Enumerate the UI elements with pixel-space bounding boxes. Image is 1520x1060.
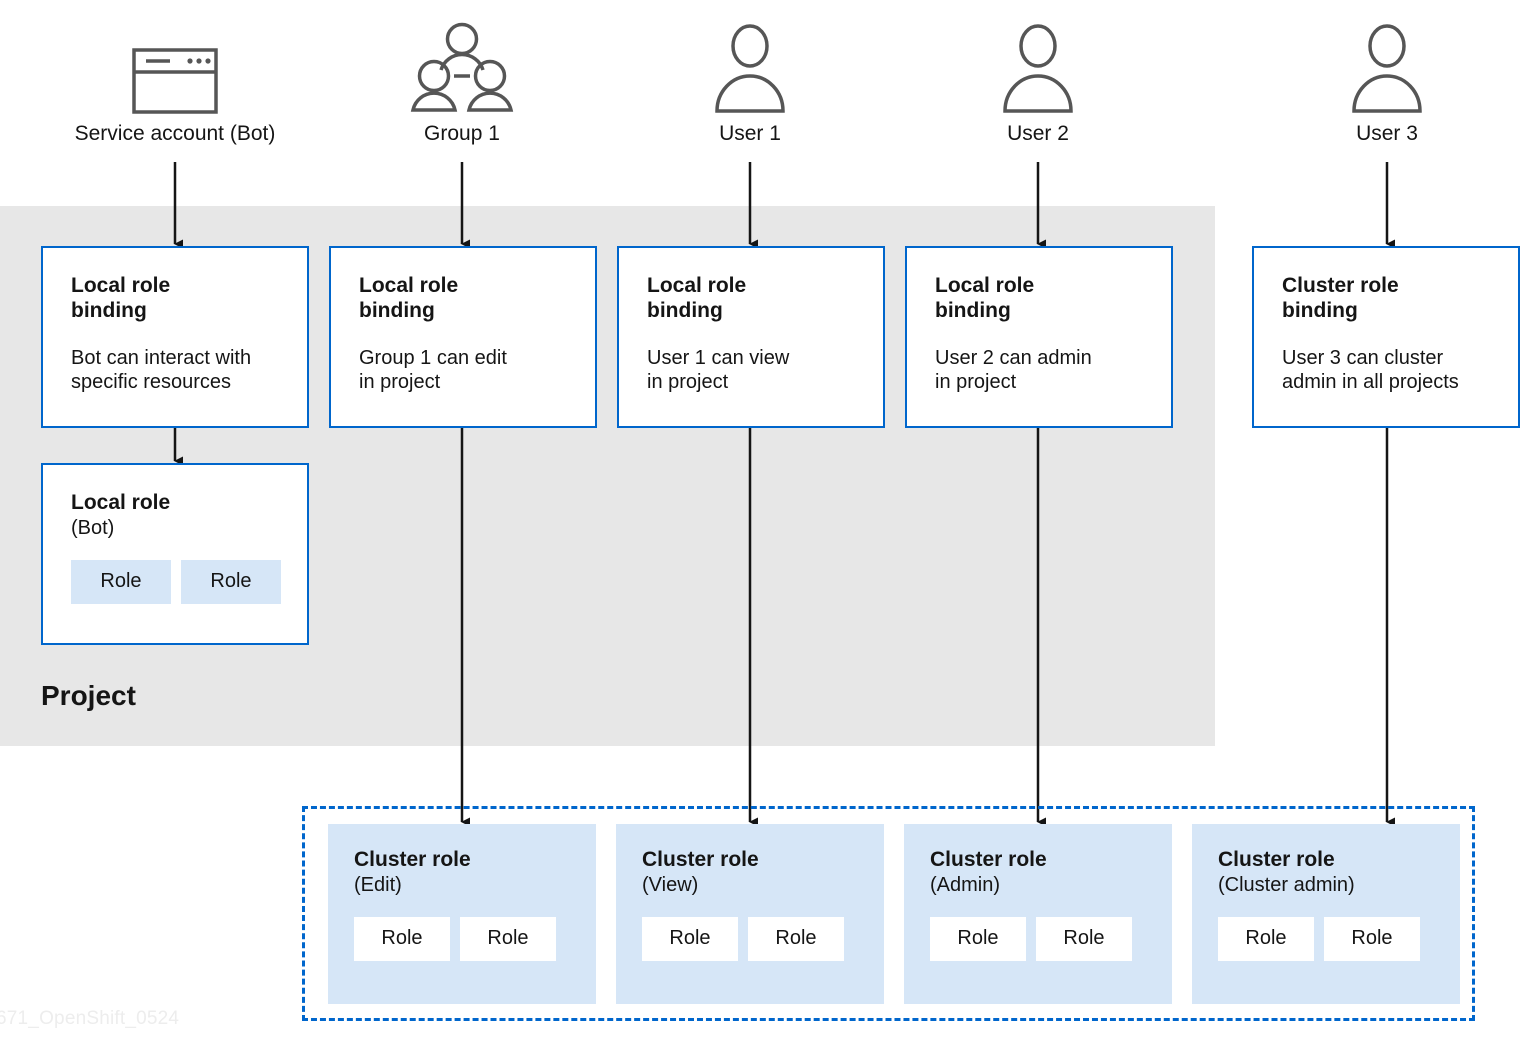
local-role-binding-user2[interactable]: Local role binding User 2 can admin in p… (905, 246, 1173, 428)
cluster-role-subtitle: (Cluster admin) (1218, 873, 1355, 896)
actor-service-account: Service account (Bot) (65, 22, 285, 145)
actor-user-3: User 3 (1277, 22, 1497, 145)
binding-title: Local role binding (359, 274, 459, 322)
cluster-role-chip-row: Role Role (354, 916, 596, 961)
binding-title: Local role binding (71, 274, 171, 322)
user-icon (1277, 22, 1497, 114)
cluster-role-edit-card[interactable]: Cluster role (Edit) Role Role (328, 824, 596, 1004)
role-chip[interactable]: Role (354, 916, 450, 961)
binding-description: User 2 can admin in project (935, 346, 1092, 393)
cluster-role-title: Cluster role (642, 848, 759, 871)
local-role-title: Local role (71, 491, 171, 514)
user-icon (928, 22, 1148, 114)
binding-title: Local role binding (935, 274, 1035, 322)
actor-group-1: Group 1 (352, 22, 572, 145)
cluster-role-subtitle: (Admin) (930, 873, 1001, 896)
actor-label: User 1 (719, 122, 781, 145)
binding-title: Local role binding (647, 274, 747, 322)
binding-description: User 3 can cluster admin in all projects (1282, 346, 1459, 393)
local-role-binding-bot[interactable]: Local role binding Bot can interact with… (41, 246, 309, 428)
user-icon (640, 22, 860, 114)
cluster-role-subtitle: (Edit) (354, 873, 402, 896)
cluster-role-cluster-admin-card[interactable]: Cluster role (Cluster admin) Role Role (1192, 824, 1460, 1004)
local-role-bot-card[interactable]: Local role (Bot) Role Role (41, 463, 309, 645)
project-label: Project (41, 680, 136, 711)
cluster-role-subtitle: (View) (642, 873, 699, 896)
cluster-role-chip-row: Role Role (642, 916, 884, 961)
cluster-role-view-card[interactable]: Cluster role (View) Role Role (616, 824, 884, 1004)
role-chip[interactable]: Role (930, 916, 1026, 961)
role-chip[interactable]: Role (1324, 916, 1420, 961)
role-chip[interactable]: Role (181, 559, 281, 604)
local-role-chip-row: Role Role (71, 559, 307, 604)
actor-user-1: User 1 (640, 22, 860, 145)
cluster-roles-region (302, 806, 1475, 1021)
cluster-role-chip-row: Role Role (1218, 916, 1460, 961)
actor-user-2: User 2 (928, 22, 1148, 145)
watermark-label: 671_OpenShift_0524 (0, 1008, 180, 1029)
binding-title: Cluster role binding (1282, 274, 1399, 322)
role-chip[interactable]: Role (1218, 916, 1314, 961)
local-role-subtitle: (Bot) (71, 516, 115, 539)
binding-description: Bot can interact with specific resources (71, 346, 252, 393)
cluster-role-chip-row: Role Role (930, 916, 1172, 961)
cluster-role-title: Cluster role (1218, 848, 1335, 871)
actor-label: Service account (Bot) (74, 122, 276, 145)
terminal-window-icon (65, 22, 285, 114)
binding-description: User 1 can view in project (647, 346, 790, 393)
actor-label: User 3 (1356, 122, 1418, 145)
cluster-role-title: Cluster role (930, 848, 1047, 871)
cluster-role-title: Cluster role (354, 848, 471, 871)
cluster-role-binding-user3[interactable]: Cluster role binding User 3 can cluster … (1252, 246, 1520, 428)
binding-description: Group 1 can edit in project (359, 346, 507, 393)
role-chip[interactable]: Role (460, 916, 556, 961)
role-chip[interactable]: Role (748, 916, 844, 961)
cluster-role-admin-card[interactable]: Cluster role (Admin) Role Role (904, 824, 1172, 1004)
role-chip[interactable]: Role (71, 559, 171, 604)
actor-label: Group 1 (424, 122, 500, 145)
role-chip[interactable]: Role (1036, 916, 1132, 961)
role-chip[interactable]: Role (642, 916, 738, 961)
local-role-binding-group1[interactable]: Local role binding Group 1 can edit in p… (329, 246, 597, 428)
actor-label: User 2 (1007, 122, 1069, 145)
local-role-binding-user1[interactable]: Local role binding User 1 can view in pr… (617, 246, 885, 428)
group-of-users-icon (352, 22, 572, 114)
